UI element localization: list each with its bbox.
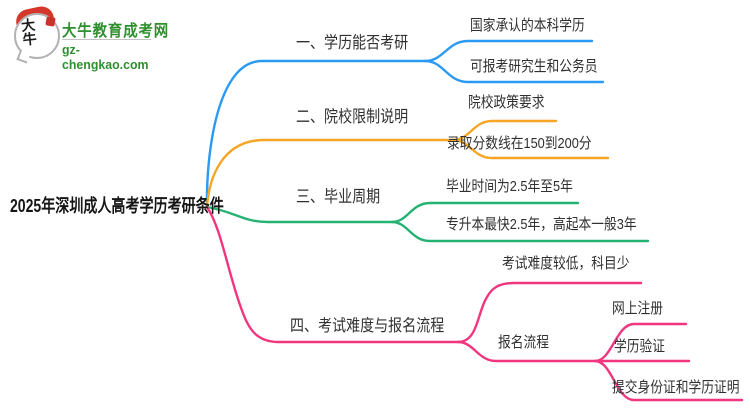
signup-process-leaf-3: 提交身份证和学历证明: [612, 379, 740, 396]
branch-2-leaf-2: 录取分数线在150到200分: [447, 135, 592, 152]
branch-1-lines: [205, 39, 605, 209]
signup-process-leaf-2: 学历验证: [614, 338, 666, 355]
branch-3-leaf-1: 毕业时间为2.5年至5年: [446, 178, 573, 195]
branch-2-leaf-1: 院校政策要求: [468, 94, 545, 111]
branch-4-node: 四、考试难度与报名流程: [290, 317, 445, 335]
logo-bubble-icon: [14, 13, 60, 59]
branch-4-leaf-1: 考试难度较低，科目少: [502, 255, 630, 272]
branch-3-lines: [205, 201, 650, 243]
logo-seal-icon: [45, 16, 56, 27]
branch-1-node: 一、学历能否考研: [296, 34, 409, 52]
branch-4-subnode-signup-process: 报名流程: [498, 334, 550, 351]
signup-process-leaf-1: 网上注册: [612, 300, 664, 317]
branch-1-leaf-1: 国家承认的本科学历: [470, 17, 585, 34]
branch-1-leaf-2: 可报考研究生和公务员: [470, 58, 598, 75]
branch-3-node: 三、毕业周期: [296, 188, 381, 206]
branch-4-lines: [205, 205, 744, 402]
branch-2-node: 二、院校限制说明: [296, 108, 409, 126]
branch-2-lines: [205, 119, 610, 209]
root-node: 2025年深圳成人高考学历考研条件: [10, 196, 224, 216]
site-logo[interactable]: 大牛 大牛教育成考网 gz-chengkao.com: [0, 0, 220, 72]
site-name: 大牛教育成考网: [62, 23, 170, 40]
logo-characters: 大牛: [20, 17, 38, 49]
site-domain: gz-chengkao.com: [62, 39, 152, 72]
branch-3-leaf-2: 专升本最快2.5年，高起本一般3年: [446, 216, 637, 233]
